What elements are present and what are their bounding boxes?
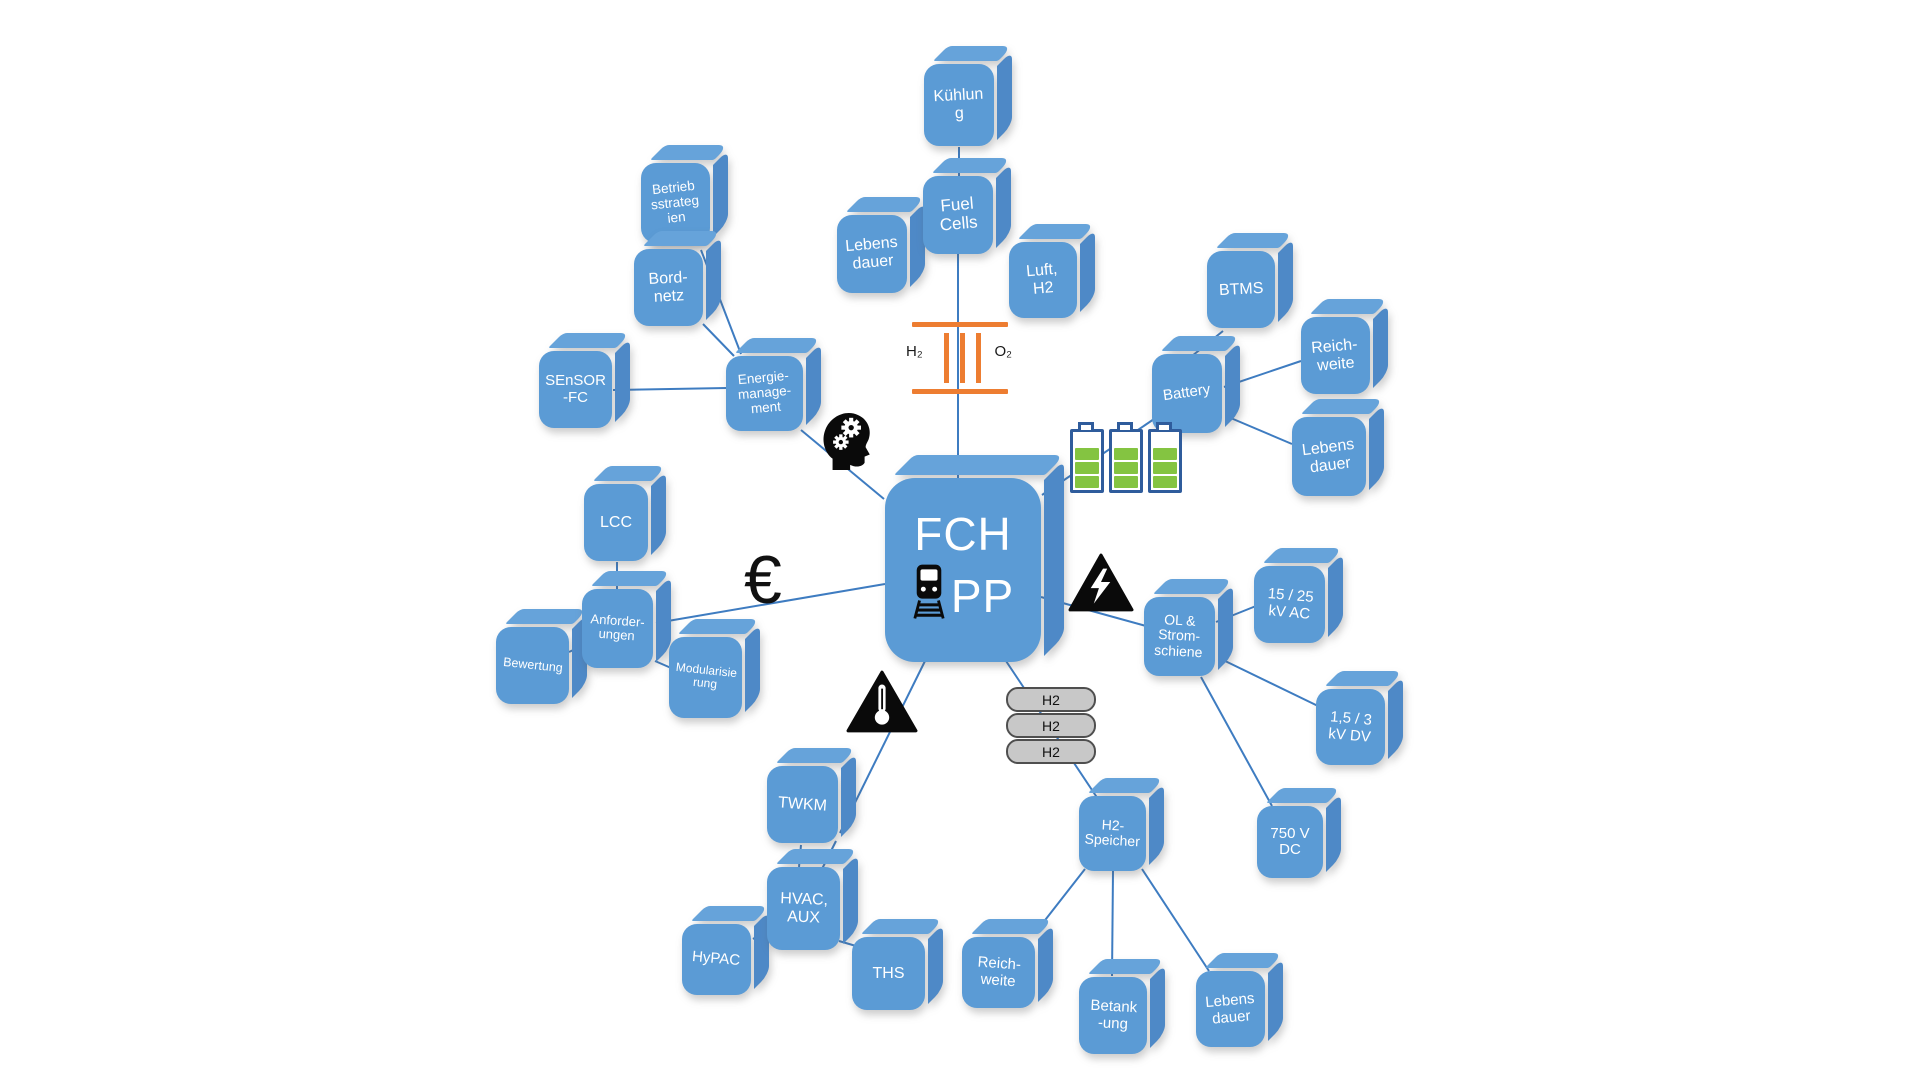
node-label: 750 V DC [1270, 824, 1310, 858]
node-label: Fuel Cells [939, 193, 979, 235]
node-label: Luft, H2 [1025, 261, 1059, 298]
h2-tank: H2 [1006, 739, 1096, 764]
node-ol-stromschiene: OL & Strom- schiene [1144, 579, 1234, 676]
thermometer-warning-icon [846, 670, 918, 739]
connector-line [612, 387, 728, 391]
node-750-v-dc: 750 V DC [1257, 788, 1342, 878]
node-label: Lebens dauer [1300, 435, 1355, 476]
node-label: LCC [599, 513, 632, 531]
lightning-warning-icon [1068, 553, 1134, 618]
node-label: Modularisie rung [675, 660, 738, 692]
node-label: OL & Strom- schiene [1154, 611, 1204, 661]
battery-cell [1109, 422, 1143, 493]
node-bewertung: Bewertung [496, 609, 588, 704]
connector-line [702, 323, 735, 357]
node-label: 15 / 25 kV AC [1266, 585, 1314, 623]
node-energiemanagement: Energie- manage- ment [726, 338, 822, 431]
node-ths: THS [852, 919, 944, 1010]
head-with-gears-icon [820, 408, 872, 475]
h2-label: H₂ [906, 343, 923, 360]
box-3d-top [894, 455, 1065, 475]
node-reichweite-batterie: Reich- weite [1301, 299, 1389, 394]
node-label: THS [872, 964, 905, 982]
connector-line [1220, 658, 1319, 707]
node-btms: BTMS [1207, 233, 1294, 328]
node-lcc: LCC [584, 466, 667, 561]
center-label-line2: PP [950, 570, 1015, 622]
node-label: HyPAC [691, 948, 742, 970]
node-fch-pp: FCH PP [885, 455, 1065, 662]
h2-tank: H2 [1006, 713, 1096, 738]
connector-line [655, 583, 886, 624]
connector-line [1200, 676, 1273, 807]
node-1-5-3-kv-dv: 1,5 / 3 kV DV [1316, 671, 1404, 765]
node-label: HVAC, AUX [779, 890, 828, 927]
node-betankung: Betank -ung [1079, 959, 1166, 1054]
connector-line [1225, 415, 1293, 445]
node-luft-h2: Luft, H2 [1009, 224, 1096, 318]
battery-cell [1148, 422, 1182, 493]
node-label: Lebens dauer [844, 234, 899, 273]
battery-level-icon [1070, 420, 1182, 493]
box-3d-side [1044, 460, 1064, 656]
node-twkm: TWKM [767, 748, 857, 843]
box-3d-top [735, 338, 822, 353]
node-reichweite-h2: Reich- weite [962, 919, 1054, 1008]
node-label: Energie- manage- ment [737, 368, 792, 417]
node-lebensdauer-batterie: Lebens dauer [1292, 399, 1385, 496]
node-label: H2- Speicher [1084, 816, 1141, 850]
fuel-cell-stack-icon: H₂ O₂ [906, 318, 1014, 398]
node-label: Anforder- ungen [590, 611, 646, 644]
node-label: Bord- netz [648, 268, 689, 306]
node-hypac: HyPAC [682, 906, 770, 995]
node-label: Betrieb sstrateg ien [650, 177, 701, 226]
node-kuehlung: Kühlun g [924, 46, 1013, 146]
node-label: TWKM [777, 794, 828, 815]
node-label: BTMS [1218, 279, 1264, 299]
node-label: Battery [1162, 381, 1212, 405]
node-sensor-fc: SEnSOR -FC [539, 333, 631, 428]
node-label: 1,5 / 3 kV DV [1327, 707, 1373, 745]
node-hvac-aux: HVAC, AUX [767, 849, 859, 950]
node-lebensdauer-fc: Lebens dauer [837, 197, 926, 293]
node-battery: Battery [1152, 336, 1241, 433]
node-betriebsstrategien: Betrieb sstrateg ien [641, 145, 729, 243]
h2-tank-stack-icon: H2 H2 H2 [1006, 687, 1096, 765]
center-label-line1: FCH [914, 507, 1012, 560]
node-label: Betank -ung [1089, 996, 1138, 1033]
node-anforderungen: Anforder- ungen [582, 571, 672, 668]
node-label: Lebens dauer [1204, 989, 1255, 1027]
euro-icon: € [744, 542, 782, 618]
node-lebensdauer-h2: Lebens dauer [1196, 953, 1284, 1047]
node-modularisierung: Modularisie rung [669, 619, 761, 718]
o2-label: O₂ [994, 343, 1013, 360]
node-label: Kühlun g [933, 86, 984, 123]
connector-line [1141, 868, 1210, 972]
h2-tank: H2 [1006, 687, 1096, 712]
connector-line [1111, 870, 1114, 977]
node-h2-speicher: H2- Speicher [1079, 778, 1165, 871]
node-label: Reich- weite [976, 953, 1022, 990]
node-label: Bewertung [502, 654, 564, 675]
battery-cell [1070, 422, 1104, 493]
node-fuel-cells: Fuel Cells [923, 158, 1012, 254]
train-icon [912, 562, 946, 632]
node-label: SEnSOR -FC [545, 372, 606, 406]
node-label: Reich- weite [1310, 335, 1359, 375]
node-15-25-kv-ac: 15 / 25 kV AC [1254, 548, 1344, 643]
node-bordnetz: Bord- netz [634, 231, 722, 326]
